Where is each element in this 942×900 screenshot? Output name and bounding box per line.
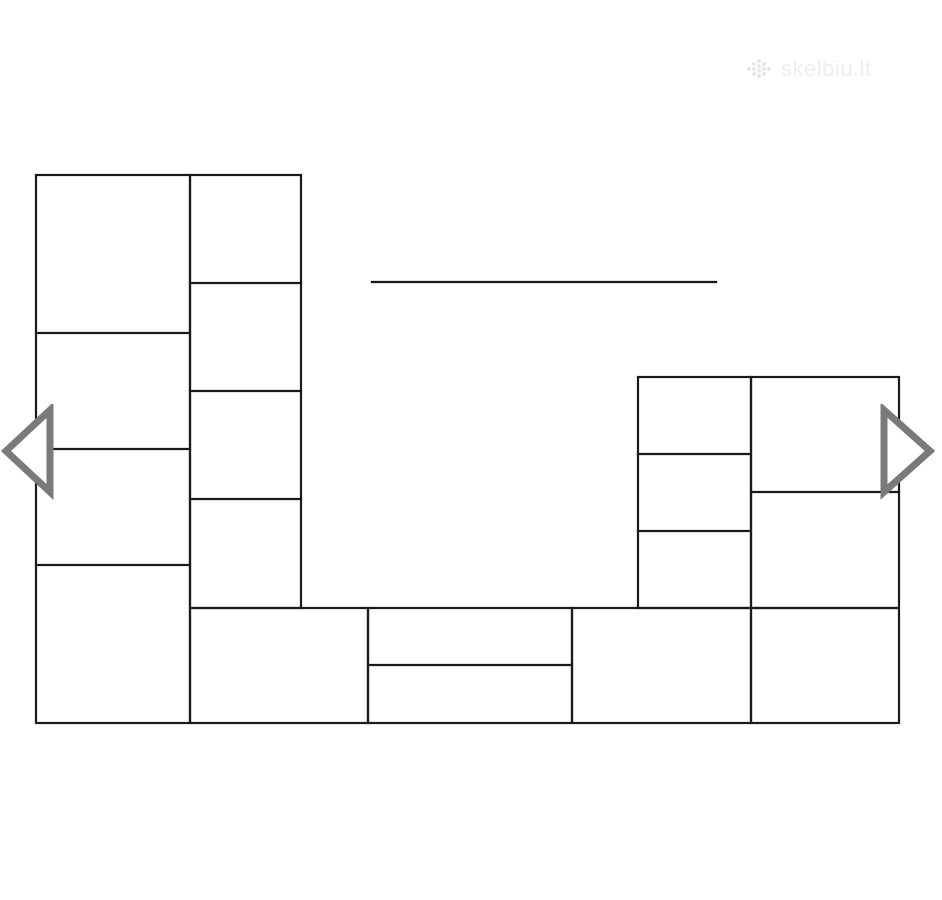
- base-cabinet-3: [570, 606, 753, 725]
- skelbiu-logo-icon: [747, 59, 771, 78]
- site-watermark: skelbiu.lt: [745, 54, 872, 84]
- previous-image-button[interactable]: [0, 404, 60, 500]
- right-upper-narrow-cabinet: [636, 375, 753, 610]
- next-image-button[interactable]: [876, 404, 936, 500]
- base-cabinet-1: [188, 606, 370, 725]
- chevron-right-icon: [880, 404, 936, 500]
- chevron-left-icon: [0, 404, 54, 500]
- base-cabinet-4: [749, 606, 901, 725]
- watermark-text: skelbiu.lt: [781, 56, 872, 81]
